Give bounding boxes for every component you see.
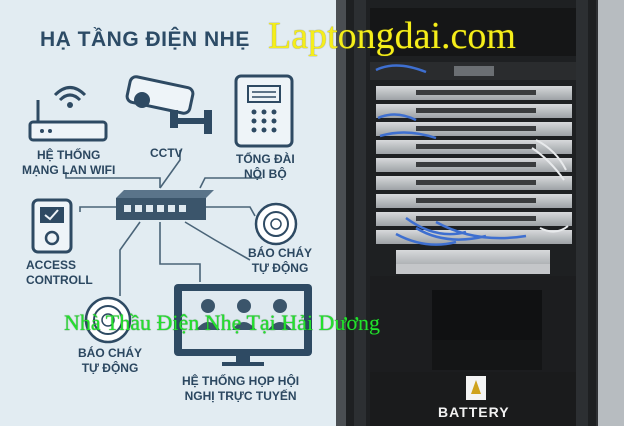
server-rack-photo <box>336 0 624 426</box>
label-wifi: HỆ THỐNG MẠNG LAN WIFI <box>22 148 116 177</box>
label-pbx: TỔNG ĐÀI NỘI BỘ <box>236 152 295 181</box>
label-access: ACCESS CONTROLL <box>26 258 93 287</box>
smoke-detector-left-icon <box>84 296 132 344</box>
network-switch-icon <box>116 190 214 220</box>
connection-lines <box>65 150 262 296</box>
infographic-panel: HẠ TẦNG ĐIỆN NHẸ <box>22 28 313 403</box>
watermark-top: Laptongdai.com <box>268 15 516 57</box>
pbx-phone-icon <box>234 74 294 148</box>
access-control-icon <box>31 198 73 254</box>
cctv-camera-icon <box>125 75 212 134</box>
rack-drawing <box>336 0 624 426</box>
router-icon <box>28 86 108 142</box>
watermark-middle: Nhà Thầu Điện Nhẹ Tại Hải Dương <box>64 310 381 335</box>
infographic-title: HẠ TẦNG ĐIỆN NHẸ <box>40 28 250 51</box>
label-cctv: CCTV <box>150 146 183 160</box>
label-fire-left: BÁO CHÁY TỰ ĐỘNG <box>78 346 143 375</box>
battery-label: BATTERY <box>438 404 510 420</box>
label-fire-right: BÁO CHÁY TỰ ĐỘNG <box>248 246 313 275</box>
conference-monitor-icon <box>174 284 312 366</box>
infographic-art <box>28 74 312 366</box>
smoke-detector-right-icon <box>254 202 298 246</box>
label-conference: HỆ THỐNG HỌP HỘI NGHỊ TRỰC TUYẾN <box>182 374 300 403</box>
